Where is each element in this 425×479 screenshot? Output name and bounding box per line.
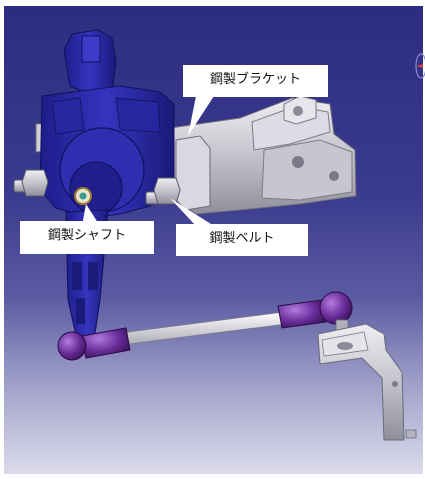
compass-icon xyxy=(415,53,425,79)
steel-lever-part xyxy=(317,323,417,441)
shaft-callout-pointer xyxy=(82,204,100,226)
bracket-callout-pointer xyxy=(188,96,214,136)
bracket-label: 鋼製ブラケット xyxy=(183,65,328,97)
bolt-right-part xyxy=(145,177,181,205)
bolt-left-part xyxy=(13,169,49,197)
linkage-rod-part xyxy=(57,291,353,361)
belt-label: 鋼製ベルト xyxy=(176,224,308,256)
belt-callout-pointer xyxy=(170,198,214,226)
shaft-label: 鋼製シャフト xyxy=(20,221,154,254)
sensor-housing-part xyxy=(39,29,175,345)
